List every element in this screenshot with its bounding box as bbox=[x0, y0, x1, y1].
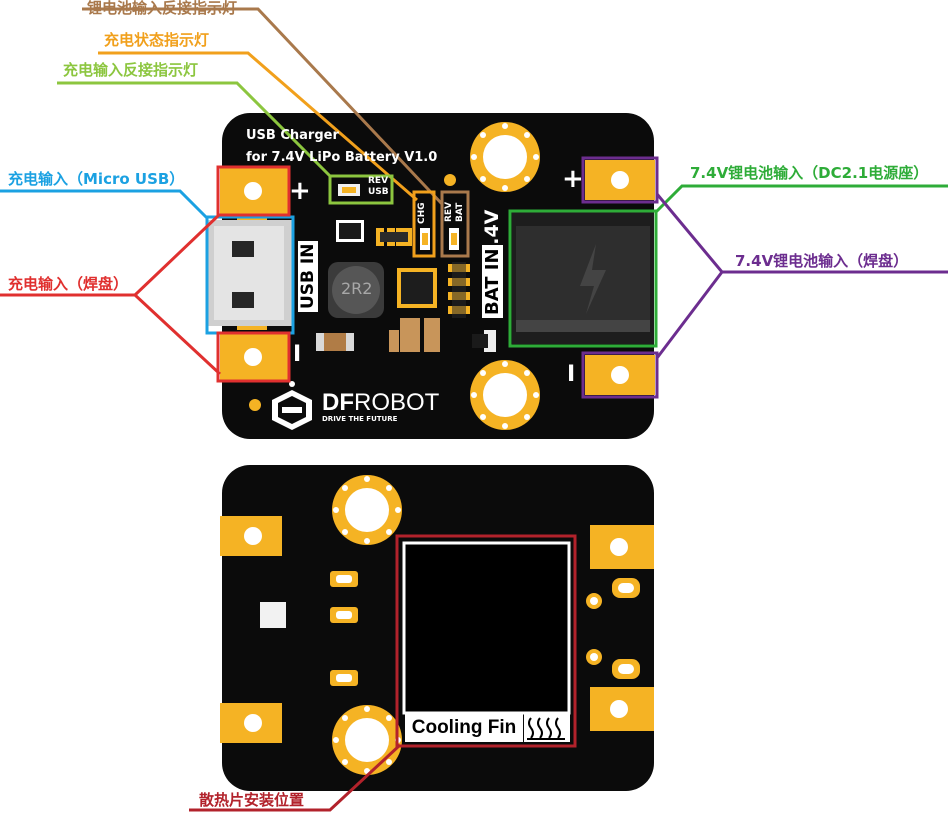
brand-df: DF bbox=[322, 389, 354, 416]
annotation-charge-input-reverse-led: 充电输入反接指示灯 bbox=[63, 61, 199, 79]
rev-bat-label-line1: REV bbox=[444, 201, 454, 222]
back-right-small-pads bbox=[586, 578, 640, 679]
rev-usb-label-line1: REV bbox=[368, 176, 389, 186]
annotation-battery-input-dc: 7.4V锂电池输入（DC2.1电源座） bbox=[690, 164, 929, 182]
annotation-battery-reverse-led: 锂电池输入反接指示灯 bbox=[87, 0, 238, 17]
heat-waves-icon bbox=[527, 717, 565, 740]
leader-charge-status-led bbox=[98, 51, 436, 258]
board-title-line1: USB Charger bbox=[246, 128, 339, 143]
mounting-hole-top bbox=[470, 122, 540, 192]
back-pad-left-bottom bbox=[220, 703, 282, 743]
back-mounting-hole-bottom bbox=[332, 705, 402, 775]
back-small-pads bbox=[330, 571, 358, 686]
back-pad-left-top bbox=[220, 516, 282, 556]
capacitor-center bbox=[389, 318, 440, 352]
annotation-charge-input-pads: 充电输入（焊盘） bbox=[8, 275, 129, 293]
battery-plus-pad bbox=[585, 160, 655, 200]
annotation-charge-status-led: 充电状态指示灯 bbox=[104, 31, 210, 49]
usb-in-label: USB IN bbox=[298, 240, 318, 312]
rev-usb-label-line2: USB bbox=[368, 187, 389, 197]
leader-battery-reverse-led bbox=[82, 7, 470, 258]
mounting-hole-bottom bbox=[470, 360, 540, 430]
back-pad-right-bottom bbox=[590, 687, 654, 731]
dfrobot-logo-icon bbox=[272, 381, 312, 430]
capacitor-left bbox=[316, 333, 354, 351]
brand-robot: ROBOT bbox=[354, 389, 440, 416]
brand-tagline: DRIVE THE FUTURE bbox=[322, 415, 398, 423]
leader-cooling-fin bbox=[189, 534, 577, 812]
bat-in-label-line2: BAT IN bbox=[482, 245, 503, 318]
dc-jack bbox=[512, 212, 654, 344]
back-mounting-hole-top bbox=[332, 475, 402, 545]
inductor bbox=[328, 262, 384, 318]
brand-logo-text: DFROBOT bbox=[322, 389, 439, 417]
micro-usb-connector bbox=[208, 216, 292, 330]
cooling-fin-label: Cooling Fin bbox=[405, 714, 523, 742]
leader-charge-input-reverse-led bbox=[57, 81, 394, 205]
annotation-charge-input-micro-usb: 充电输入（Micro USB） bbox=[8, 170, 185, 188]
usb-plus-sign: + bbox=[289, 176, 311, 206]
usb-minus-sign: I bbox=[293, 342, 302, 367]
annotation-cooling-fin-position: 散热片安装位置 bbox=[199, 791, 305, 809]
battery-plus-sign: + bbox=[562, 164, 584, 194]
battery-minus-pad bbox=[585, 355, 655, 395]
cooling-fin-area bbox=[402, 541, 571, 715]
inductor-label: 2R2 bbox=[341, 279, 373, 298]
battery-minus-sign: I bbox=[567, 362, 576, 387]
charger-ic bbox=[397, 268, 437, 308]
chg-label: CHG bbox=[417, 202, 427, 224]
board-title-line2: for 7.4V LiPo Battery V1.0 bbox=[246, 150, 438, 165]
usb-plus-pad bbox=[220, 168, 288, 214]
leader-usb-pads bbox=[0, 165, 291, 383]
rev-bat-label-line2: BAT bbox=[455, 202, 465, 222]
back-pad-right-top bbox=[590, 525, 654, 569]
back-square-pad bbox=[260, 602, 286, 628]
annotation-battery-input-pads: 7.4V锂电池输入（焊盘） bbox=[735, 252, 909, 270]
usb-minus-pad bbox=[220, 334, 288, 380]
leader-battery-pads bbox=[581, 156, 948, 399]
